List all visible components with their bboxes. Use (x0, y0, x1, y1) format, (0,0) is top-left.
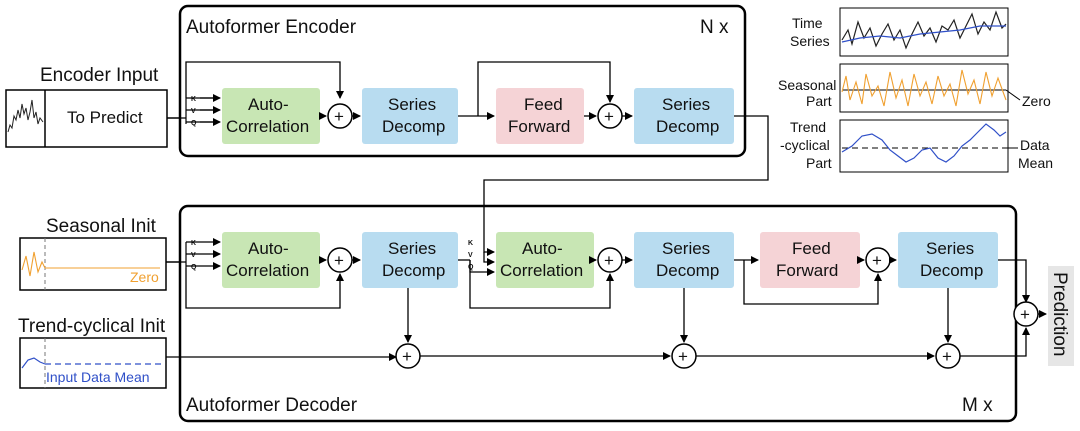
dec-ac1-line2: Correlation (226, 261, 309, 280)
encoder-repeat: N x (700, 17, 729, 38)
legend-data-mean-1: Data (1020, 137, 1050, 153)
trend-add-2-sign: + (678, 347, 688, 366)
seasonal-init-label: Seasonal Init (46, 216, 157, 237)
encoder-title: Autoformer Encoder (186, 17, 357, 38)
legend-seasonal-line (841, 69, 1007, 107)
legend-trend-line (841, 123, 1007, 163)
dec-port-q-1: Q (191, 264, 197, 271)
dec-d1-line1: Series (388, 239, 436, 258)
encoder-input-sparkline (7, 99, 44, 133)
dec-ac1-line1: Auto- (248, 239, 289, 258)
enc-decomp1-line2: Decomp (382, 117, 445, 136)
enc-ff-line1: Feed (524, 95, 563, 114)
legend-zero: Zero (1022, 93, 1051, 109)
prediction-bg (1048, 266, 1074, 366)
legend-trend-2: -cyclical (780, 137, 830, 153)
decoder-autocorrelation-1 (222, 232, 320, 288)
encoder-input-box: To Predict (5, 89, 168, 148)
encoder-series-decomp-1 (362, 88, 458, 144)
enc-decomp2-line1: Series (662, 95, 710, 114)
legend-time-2: Series (790, 33, 830, 49)
decoder-autocorrelation-2 (496, 232, 594, 288)
encoder-autocorr-line1: Auto- (248, 95, 289, 114)
dec-add-1-sign: + (334, 251, 344, 270)
dec-d3-line1: Series (926, 239, 974, 258)
decoder-series-decomp-1 (362, 232, 458, 288)
dec-port-v-1: V (191, 252, 196, 259)
dec-ff-line2: Forward (776, 261, 838, 280)
encoder-to-decoder-connection (483, 115, 769, 256)
legend-panel: Time Series Seasonal Part Zero Trend -cy… (778, 7, 1053, 173)
legend-time-series-line (841, 10, 1007, 50)
dec-d3-line2: Decomp (920, 261, 983, 280)
dec-port-q-2: Q (468, 264, 474, 271)
trend-add-3-sign: + (942, 347, 952, 366)
enc-port-v: V (191, 108, 196, 115)
enc-ff-line2: Forward (508, 117, 570, 136)
encoder-frame (178, 4, 747, 158)
trend-init-line (21, 357, 46, 369)
decoder-feed-forward (760, 232, 860, 288)
seasonal-init-line (21, 251, 160, 277)
enc-port-q: Q (191, 120, 197, 127)
dec-ac2-line1: Auto- (522, 239, 563, 258)
prediction-label: Prediction (1049, 272, 1070, 357)
dec-port-k-2: K (468, 240, 473, 247)
final-add-sign: + (1020, 305, 1030, 324)
legend-time-1: Time (792, 15, 823, 31)
dec-port-v-2: V (468, 252, 473, 259)
seasonal-init-zero: Zero (130, 269, 159, 285)
decoder-series-decomp-3 (898, 232, 998, 288)
decoder-title: Autoformer Decoder (186, 395, 358, 416)
legend-time-trend-line (841, 25, 1006, 43)
enc-add-1-sign: + (334, 107, 344, 126)
legend-seasonal-1: Seasonal (778, 77, 836, 93)
encoder-input-label: Encoder Input (40, 65, 159, 86)
to-predict-label: To Predict (67, 108, 143, 127)
dec-add-3-sign: + (872, 251, 882, 270)
decoder-series-decomp-2 (634, 232, 734, 288)
enc-decomp1-line1: Series (388, 95, 436, 114)
legend-trend-3: Part (806, 155, 832, 171)
enc-port-k: K (191, 96, 196, 103)
encoder-feed-forward (496, 88, 584, 144)
trend-add-1-sign: + (402, 347, 412, 366)
trend-init-label: Trend-cyclical Init (18, 316, 166, 337)
legend-trend-1: Trend (790, 119, 826, 135)
encoder-autocorr-line2: Correlation (226, 117, 309, 136)
legend-seasonal-2: Part (806, 93, 832, 109)
trend-init-box (19, 337, 167, 389)
trend-init-mean-label: Input Data Mean (46, 369, 150, 385)
dec-add-2-sign: + (604, 251, 614, 270)
dec-d2-line1: Series (662, 239, 710, 258)
encoder-autocorrelation-block (222, 88, 320, 144)
decoder-repeat: M x (962, 395, 993, 416)
dec-ff-line1: Feed (792, 239, 831, 258)
dec-port-k-1: K (191, 240, 196, 247)
dec-d2-line2: Decomp (656, 261, 719, 280)
dec-d1-line2: Decomp (382, 261, 445, 280)
seasonal-init-box (19, 237, 167, 291)
enc-add-2-sign: + (604, 107, 614, 126)
dec-ac2-line2: Correlation (500, 261, 583, 280)
enc-decomp2-line2: Decomp (656, 117, 719, 136)
legend-data-mean-2: Mean (1018, 155, 1053, 171)
encoder-series-decomp-2 (634, 88, 734, 144)
